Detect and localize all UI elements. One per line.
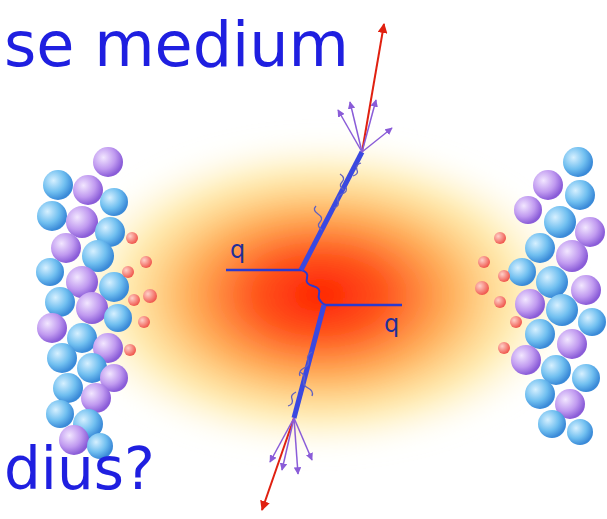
quark-label: q [384,312,399,336]
slide-text-fragment: dius? [4,440,155,498]
quark-label: q [230,238,245,262]
slide-heading-fragment: se medium [4,14,349,76]
